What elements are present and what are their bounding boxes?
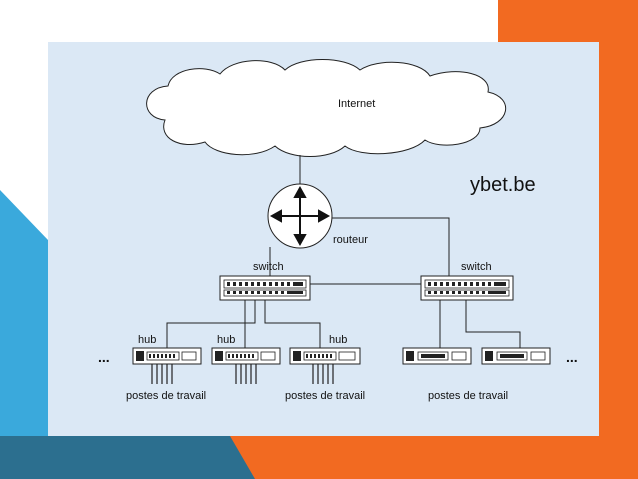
link-switch2-ws2: [465, 300, 521, 348]
workstation-1: [402, 347, 472, 365]
workstations-label-3: postes de travail: [428, 390, 508, 402]
cloud: Internet: [146, 59, 506, 157]
workstations-label-1: postes de travail: [126, 390, 206, 402]
cloud-label: Internet: [338, 98, 375, 110]
hub-2-label: hub: [217, 334, 235, 346]
blue-strip-bottom: [0, 404, 48, 436]
hub-1: hub: [132, 334, 202, 384]
workstation-2: [481, 347, 551, 365]
link-switch1-hub1: [166, 300, 256, 348]
hub-3-label: hub: [329, 334, 347, 346]
dark-blue-band-bottom: [0, 436, 255, 479]
switch-2-label: switch: [461, 261, 492, 273]
switch-1: switch: [219, 261, 311, 301]
switch-1-label: switch: [253, 261, 284, 273]
orange-band-bottom: [210, 436, 638, 479]
workstations-label-2: postes de travail: [285, 390, 365, 402]
hub-2: hub: [211, 334, 281, 384]
router-label: routeur: [333, 234, 368, 246]
internet-cloud-icon: [146, 59, 506, 157]
orange-band-top: [498, 0, 638, 42]
link-switch1-hub3: [264, 300, 321, 348]
hub-1-label: hub: [138, 334, 156, 346]
switch-2: switch: [420, 261, 514, 301]
ellipsis-right: ...: [566, 349, 578, 365]
link-router-switch2: [332, 217, 450, 278]
brand-label: ybet.be: [470, 174, 536, 196]
blue-triangle-left: [0, 190, 48, 436]
router: routeur: [267, 183, 368, 249]
hub-3: hub: [289, 334, 361, 384]
ellipsis-left: ...: [98, 349, 110, 365]
orange-band-right: [599, 42, 638, 436]
links: [166, 155, 521, 348]
